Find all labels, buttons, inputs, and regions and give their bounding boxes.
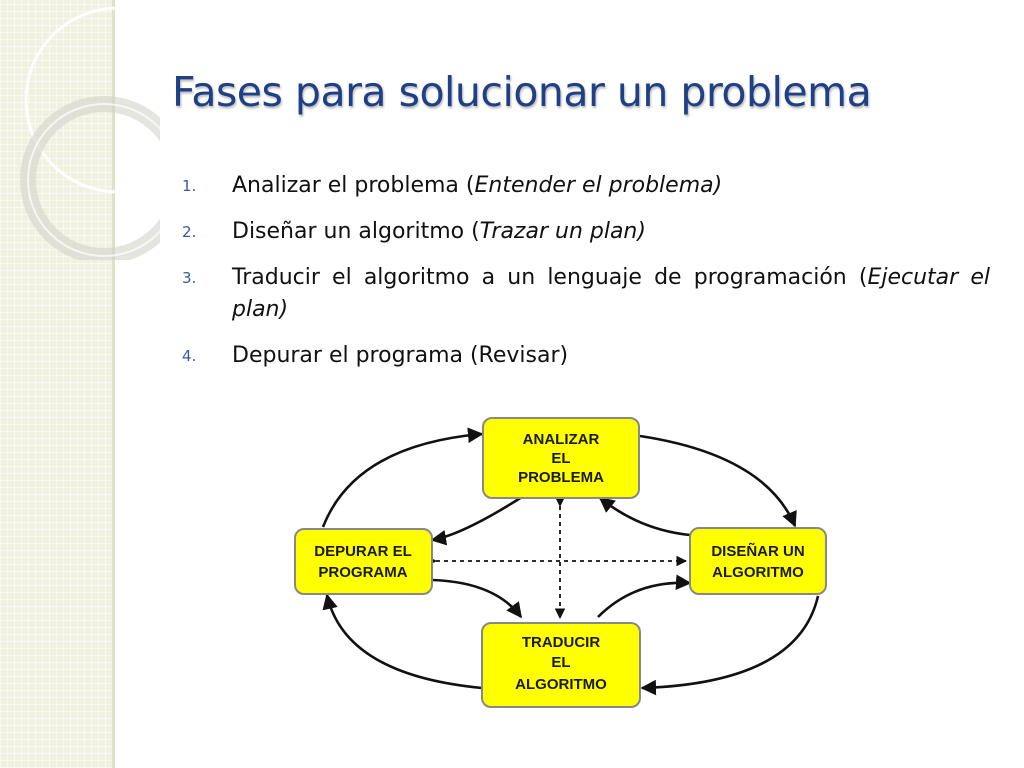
arrow-analizar-to-disenar <box>639 434 797 528</box>
node-label: DEPURAR EL <box>314 543 412 560</box>
arrow-disenar-to-analizar <box>598 496 691 537</box>
step-item: 4. Depurar el programa (Revisar) <box>182 340 990 372</box>
step-text: Analizar el problema ( <box>232 173 475 198</box>
step-number: 3. <box>182 269 197 287</box>
step-number: 4. <box>182 347 197 365</box>
sidebar-edge <box>112 0 115 768</box>
node-label: EL <box>551 450 570 467</box>
node-label: ALGORITMO <box>712 564 804 581</box>
step-subtitle: Trazar un plan) <box>479 219 646 244</box>
step-item: 1. Analizar el problema (Entender el pro… <box>182 170 990 202</box>
node-label: DISEÑAR UN <box>711 542 804 560</box>
dashed-links <box>426 496 688 620</box>
node-label: PROBLEMA <box>518 469 604 486</box>
step-text: Depurar el programa (Revisar) <box>232 343 569 368</box>
slide-title: Fases para solucionar un problema <box>172 68 872 116</box>
node-label: PROGRAMA <box>318 564 407 581</box>
node-analizar: ANALIZAR EL PROBLEMA <box>482 417 640 499</box>
step-text: Diseñar un algoritmo ( <box>232 219 480 244</box>
arrow-depurar-to-traducir <box>431 578 523 619</box>
node-label: ALGORITMO <box>515 676 607 693</box>
node-label: TRADUCIR <box>522 634 600 651</box>
node-label: ANALIZAR <box>523 431 600 448</box>
decorative-circles <box>20 6 160 260</box>
step-subtitle: Entender el problema) <box>474 173 723 198</box>
step-item: 2. Diseñar un algoritmo (Trazar un plan) <box>182 216 990 248</box>
step-number: 2. <box>182 223 197 241</box>
arrow-traducir-to-depurar <box>322 593 483 690</box>
arrow-disenar-to-traducir <box>640 595 820 696</box>
arrow-depurar-to-analizar <box>321 427 484 528</box>
cycle-arrows <box>321 427 820 696</box>
node-disenar: DISEÑAR UN ALGORITMO <box>689 527 827 595</box>
arrow-analizar-to-depurar <box>430 495 523 546</box>
cycle-diagram: ANALIZAR EL PROBLEMA DISEÑAR UN ALGORITM… <box>294 417 827 708</box>
step-item: 3. Traducir el algoritmo a un lenguaje d… <box>182 262 990 326</box>
steps-list: 1. Analizar el problema (Entender el pro… <box>182 170 990 386</box>
step-subtitle: Ejecutar el plan) <box>232 265 990 322</box>
node-depurar: DEPURAR EL PROGRAMA <box>294 528 433 595</box>
step-number: 1. <box>182 177 197 195</box>
step-text: Traducir el algoritmo a un lenguaje de p… <box>232 265 868 290</box>
node-label: EL <box>551 654 570 671</box>
arrow-traducir-to-disenar <box>597 574 692 618</box>
node-traducir: TRADUCIR EL ALGORITMO <box>481 622 641 708</box>
